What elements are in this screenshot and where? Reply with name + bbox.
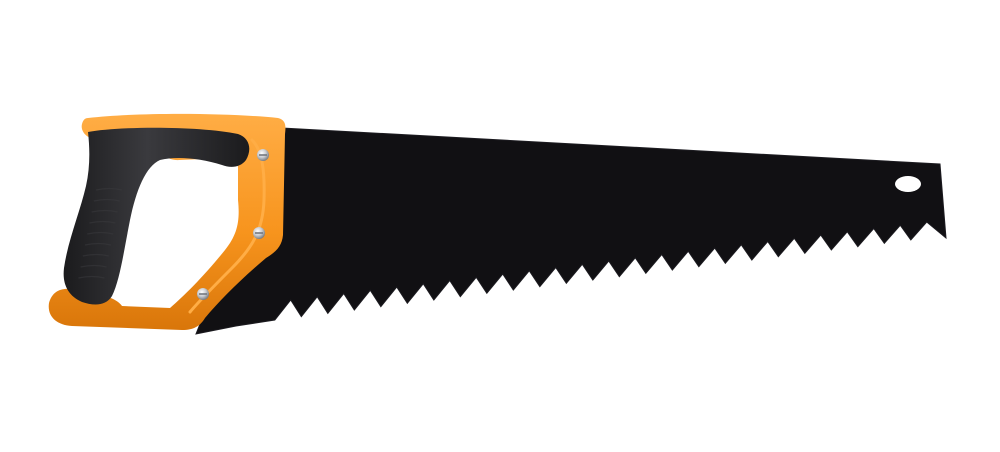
grip-ridge (82, 253, 109, 257)
screw-middle (253, 227, 265, 239)
grip-ridge (80, 264, 107, 268)
grip-texture (78, 187, 123, 279)
rubber-grip (63, 127, 250, 305)
grip-ridge (93, 198, 120, 202)
blade-hanging-hole (895, 176, 921, 192)
grip-ridge (91, 209, 118, 213)
grip-ridge (87, 231, 114, 235)
grip-ridge (95, 187, 123, 191)
grip-ridge (84, 242, 112, 246)
saw-handle-frame (48, 113, 286, 330)
screw-bottom (197, 288, 209, 300)
grip-ridge (78, 275, 105, 279)
saw-blade (195, 127, 947, 335)
grip-ridge (89, 220, 116, 224)
screw-top (257, 149, 269, 161)
